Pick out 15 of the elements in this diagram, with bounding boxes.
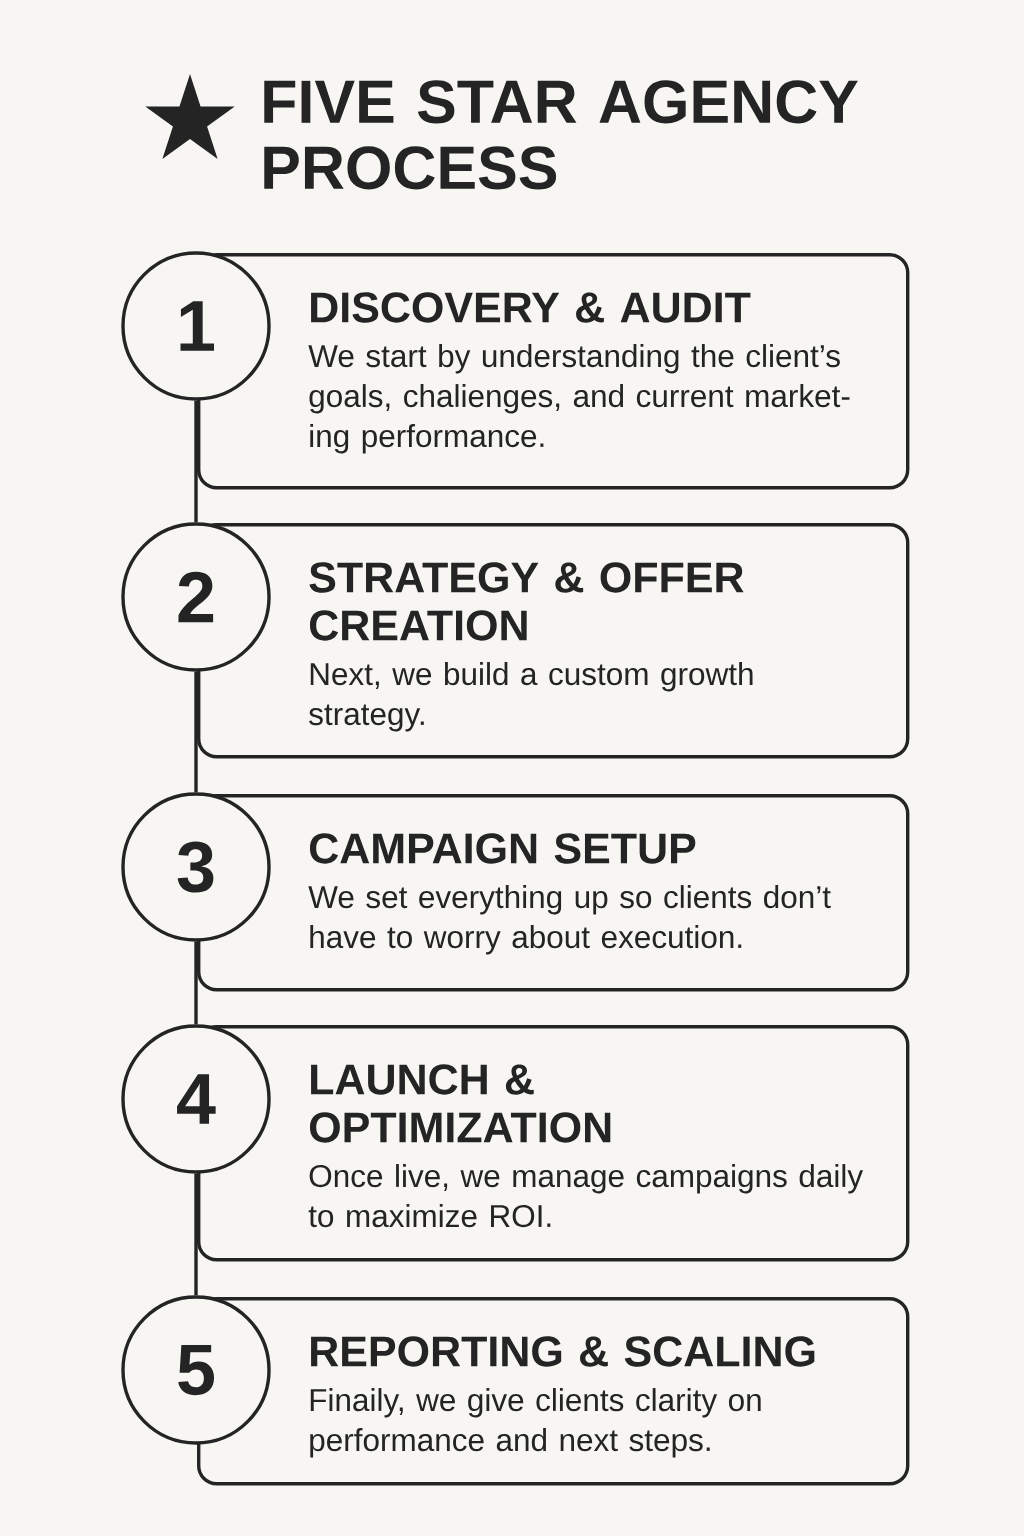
title: FIVE STAR AGENCY PROCESS [264, 80, 858, 190]
timeline-line [194, 1173, 198, 1296]
step-description: Once live, we manage campaigns daily to maximize ROI. [308, 1164, 864, 1228]
step-heading: REPORTING & SCALING [311, 1336, 815, 1367]
step-heading: DISCOVERY & AUDIT [311, 292, 751, 323]
step-heading: LAUNCH & OPTIMIZATION [309, 1064, 611, 1143]
timeline-line [194, 941, 198, 1025]
step-description: We set everything up so clients don’t have to worry about execution. [308, 885, 831, 955]
step-heading: CAMPAIGN SETUP [309, 833, 696, 864]
step-description: We start by understanding the client’s goals, chalienges, and current market-ing performance. [308, 344, 850, 454]
timeline-line [194, 400, 198, 523]
step-description: Finaily, we give clients clarity on performance and next steps. [310, 1388, 761, 1458]
step-description: Next, we build a custom growth strategy. [309, 662, 753, 732]
step-heading: STRATEGY & OFFER CREATION [309, 562, 744, 641]
timeline-line [194, 671, 198, 793]
